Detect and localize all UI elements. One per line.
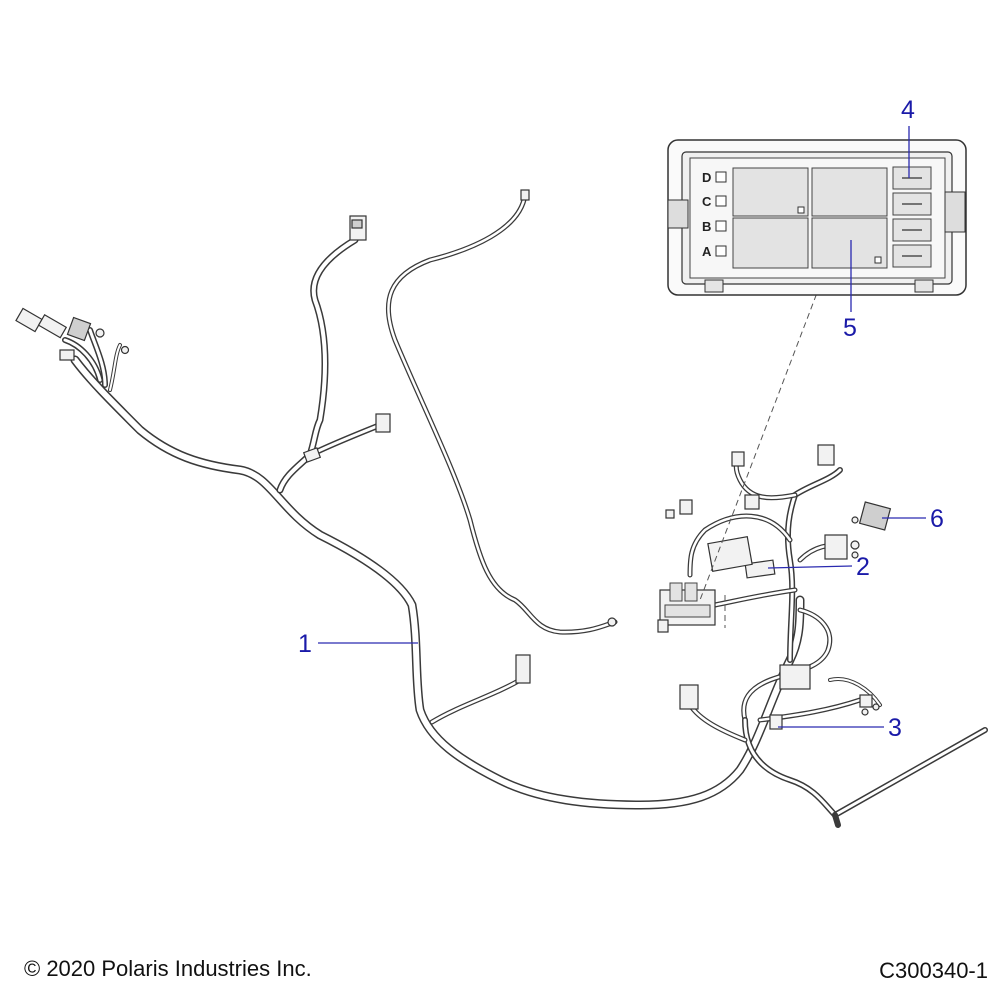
copyright-notice: © 2020 Polaris Industries Inc. — [24, 956, 312, 981]
callout-5: 5 — [843, 314, 857, 342]
callout-1: 1 — [298, 630, 312, 658]
callout-2: 2 — [856, 553, 870, 581]
callout-3: 3 — [888, 714, 902, 742]
fuse-box-detail: D C B A — [667, 139, 967, 296]
callouts: 1 2 3 4 5 6 — [298, 96, 944, 742]
slot-label-a: A — [702, 244, 712, 259]
connectors — [15, 189, 892, 730]
callout-6: 6 — [930, 505, 944, 533]
slot-label-b: B — [702, 219, 711, 234]
drawing-id: C300340-1 — [879, 958, 988, 983]
detail-dashed-leader — [699, 284, 821, 601]
slot-label-c: C — [702, 194, 712, 209]
callout-4: 4 — [901, 96, 915, 124]
slot-label-d: D — [702, 170, 711, 185]
